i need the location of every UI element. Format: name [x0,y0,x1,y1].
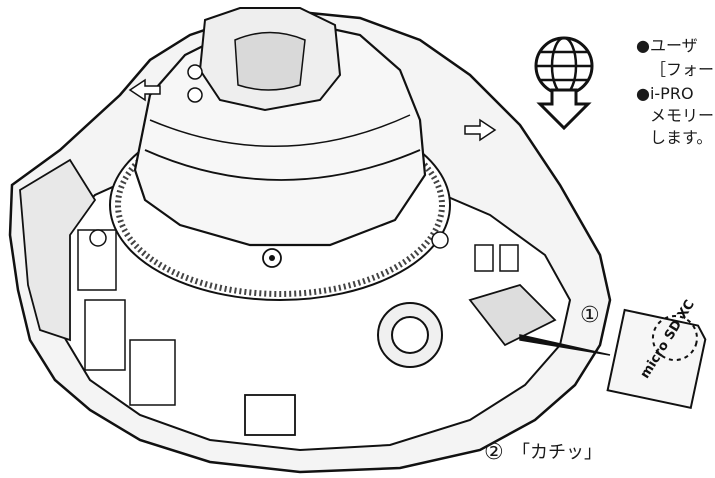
left-tab [84,299,126,371]
step-1-marker: ① [580,303,600,328]
gear-teeth [115,113,445,297]
lower-bracket [129,339,176,406]
note-line-1: ●ユーザ [636,36,698,55]
micro-sd-card: micro SD XC [606,298,707,410]
left-screw [89,229,107,247]
bottom-lens-inner [391,316,429,354]
leader-line [519,334,611,356]
step-2-sound: 「カチッ」 [512,442,602,463]
center-screw-hole [269,255,275,261]
left-wall [19,158,97,342]
tilt-opening [234,31,306,91]
right-arrow [464,118,497,142]
screw-top-1 [187,64,203,80]
sd-slot [468,283,557,347]
note-line-2: ［フォー [650,60,715,79]
lens-band [144,149,421,181]
screw-top-2 [187,87,203,103]
left-arrow [128,78,161,102]
step-2-marker: ② [484,440,504,465]
right-screw [431,231,449,249]
lens-band-2 [149,114,411,148]
connector-2 [499,244,519,272]
note-line-3: ●i-PRO [636,84,694,103]
connector-1 [474,244,494,272]
note-line-5: します。 [650,128,713,147]
bottom-mount [244,394,296,436]
globe-download-icon [534,36,594,131]
note-line-4: メモリー [650,106,715,125]
